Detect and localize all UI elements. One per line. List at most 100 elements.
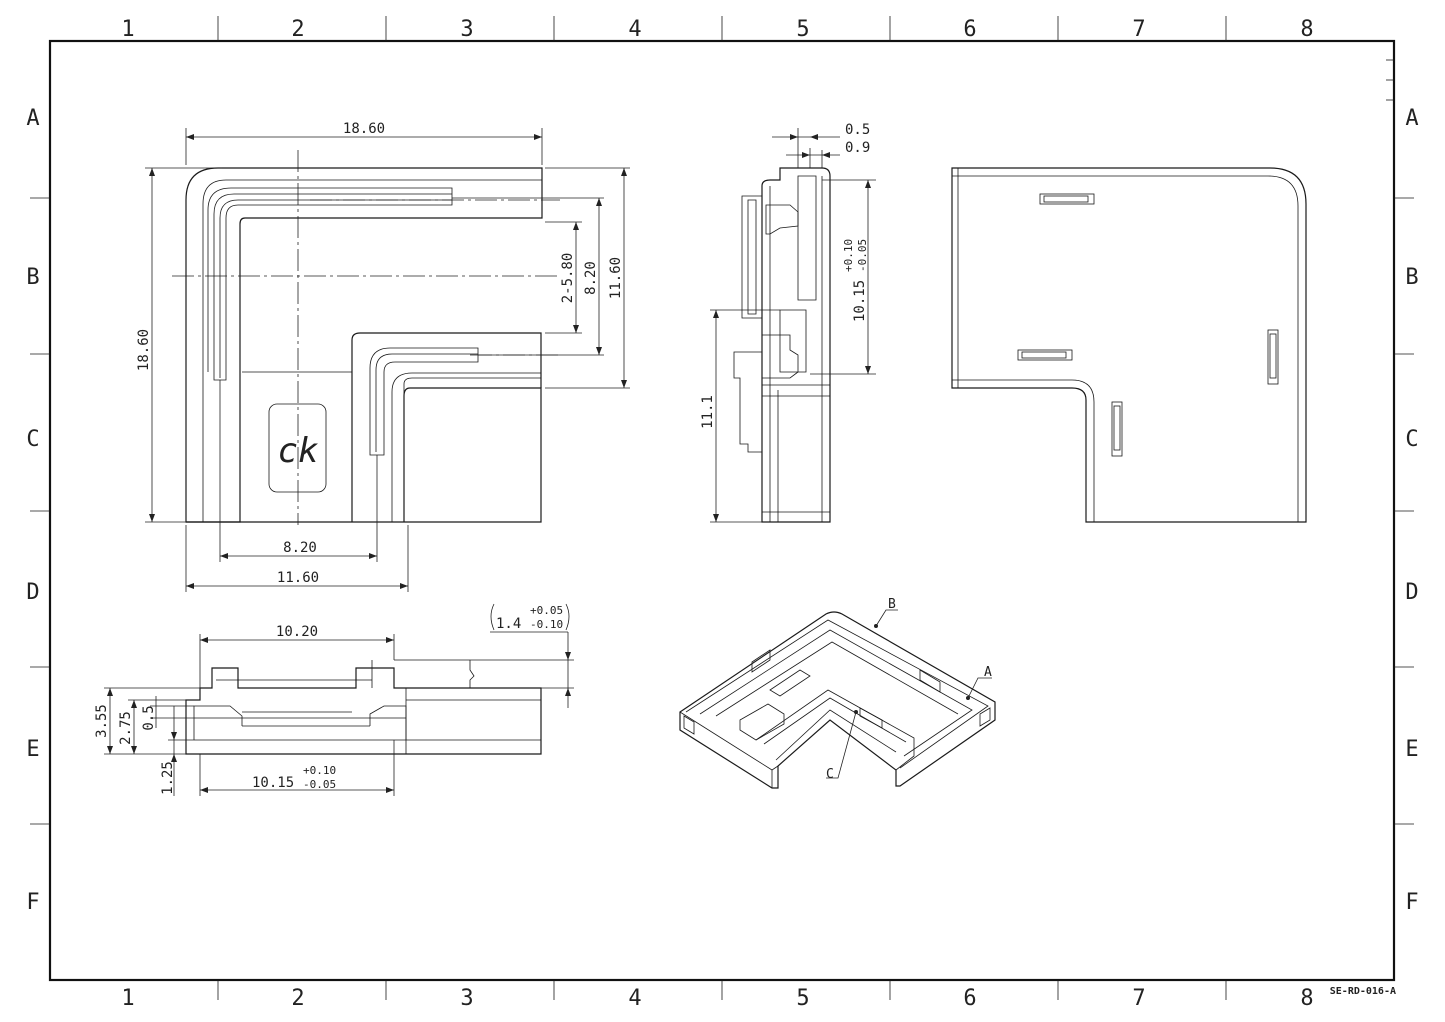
rear-view-pin-slot-1-inner bbox=[1043, 195, 1089, 203]
row-label-a-right: A bbox=[1405, 106, 1418, 131]
column-ticks bbox=[217, 16, 1227, 1000]
dim-top-view-bottom-2: 11.60 bbox=[277, 570, 319, 586]
dim-top-view-height: 18.60 bbox=[136, 329, 152, 371]
iso-callout-b: B bbox=[888, 597, 896, 612]
row-label-a: A bbox=[26, 106, 39, 131]
row-label-e-right: E bbox=[1405, 737, 1418, 762]
dim-front-view-left-4: 1.25 bbox=[160, 761, 176, 795]
iso-slot-1 bbox=[769, 669, 811, 697]
top-view: ck bbox=[172, 150, 560, 525]
top-view-logo-frame bbox=[268, 403, 327, 493]
rear-view-pin-slot-1 bbox=[1039, 193, 1095, 205]
col-label-8-bottom: 8 bbox=[1300, 986, 1313, 1011]
row-label-c: C bbox=[26, 427, 39, 452]
top-view-contact-2 bbox=[219, 199, 452, 378]
dim-front-view-bottom: 10.15 bbox=[252, 775, 294, 791]
iso-rim bbox=[685, 619, 989, 769]
side-view-lower-latch bbox=[762, 334, 799, 379]
front-view-left-profile bbox=[193, 705, 243, 740]
rear-view-outline bbox=[951, 167, 1307, 523]
rear-view-pin-slot-4-inner bbox=[1113, 405, 1121, 451]
row-label-f-right: F bbox=[1405, 890, 1418, 915]
row-labels-left: A B C D E F bbox=[26, 106, 39, 915]
callout-paren-right bbox=[565, 603, 570, 631]
rear-view-inner-corner bbox=[952, 379, 1095, 522]
col-label-1-bottom: 1 bbox=[121, 986, 134, 1011]
row-label-b-right: B bbox=[1405, 265, 1418, 290]
dim-side-view-height: 10.15 bbox=[852, 280, 868, 322]
dim-side-view-left: 11.1 bbox=[700, 395, 716, 429]
front-view-dimensions: 10.20 1.4 +0.05 -0.10 3.55 2.75 0.5 1.25… bbox=[94, 603, 574, 796]
dim-side-view-top-2: 0.9 bbox=[845, 140, 870, 156]
top-view-contact bbox=[213, 193, 452, 372]
iso-inner-corner-2 bbox=[763, 697, 907, 745]
dim-side-view-tol-upper: +0.10 bbox=[842, 239, 855, 272]
iso-inner-rim bbox=[699, 629, 973, 757]
row-label-f: F bbox=[26, 890, 39, 915]
col-label-6-bottom: 6 bbox=[963, 986, 976, 1011]
iso-latch-1 bbox=[751, 649, 771, 673]
top-view-inner-corner bbox=[351, 332, 542, 522]
dim-top-view-right-2: 8.20 bbox=[583, 261, 599, 295]
side-view-contact bbox=[741, 195, 763, 319]
col-label-3-bottom: 3 bbox=[460, 986, 473, 1011]
col-label-4: 4 bbox=[628, 17, 641, 42]
front-view bbox=[185, 659, 542, 755]
rear-view-pin-slot-3 bbox=[1267, 329, 1279, 385]
col-label-2: 2 bbox=[291, 17, 304, 42]
col-label-3: 3 bbox=[460, 17, 473, 42]
rear-view-pin-slot-3-inner bbox=[1269, 333, 1277, 379]
dim-top-view-right-1: 2-5.80 bbox=[560, 253, 576, 304]
top-view-inner-wall bbox=[391, 372, 541, 522]
rear-view-pin-slot-2-inner bbox=[1021, 351, 1067, 359]
side-view-latch bbox=[765, 204, 799, 235]
row-label-e: E bbox=[26, 737, 39, 762]
col-label-7-bottom: 7 bbox=[1132, 986, 1145, 1011]
iso-end-slot-1 bbox=[683, 715, 695, 735]
front-view-right-profile bbox=[369, 705, 407, 740]
dim-front-view-top: 10.20 bbox=[276, 624, 318, 640]
top-view-dimensions: 18.60 18.60 2-5.80 8.20 11.60 8.20 11.60 bbox=[136, 121, 630, 592]
iso-floor-edge bbox=[715, 641, 959, 717]
dim-front-view-bottom-tol-lower: -0.05 bbox=[303, 778, 336, 791]
dim-side-view-top-1: 0.5 bbox=[845, 122, 870, 138]
dim-front-view-callout-tol-upper: +0.05 bbox=[530, 604, 563, 617]
iso-leader-c bbox=[826, 711, 857, 779]
side-view-outline bbox=[761, 167, 831, 523]
iso-end-slot-2 bbox=[979, 707, 991, 727]
column-labels-bottom: 1 2 3 4 5 6 7 8 bbox=[121, 986, 1313, 1011]
row-label-b: B bbox=[26, 265, 39, 290]
col-label-5-bottom: 5 bbox=[796, 986, 809, 1011]
side-view-lower-slot bbox=[779, 309, 807, 373]
top-view-wall-1 bbox=[202, 179, 542, 522]
dim-top-view-right-3: 11.60 bbox=[608, 257, 624, 299]
row-ticks bbox=[30, 59, 1414, 825]
top-view-inner-contact-2 bbox=[375, 353, 478, 452]
iso-logo-pad bbox=[739, 703, 785, 741]
side-view bbox=[733, 167, 831, 523]
iso-inner-corner bbox=[755, 689, 915, 771]
isometric-view: A B C bbox=[679, 597, 996, 789]
row-label-d: D bbox=[26, 580, 39, 605]
front-view-contact bbox=[394, 660, 475, 689]
dim-top-view-width: 18.60 bbox=[343, 121, 385, 137]
col-label-7: 7 bbox=[1132, 17, 1145, 42]
iso-latch-3 bbox=[859, 707, 883, 729]
iso-outline bbox=[679, 611, 996, 789]
side-view-contact-inner bbox=[747, 199, 757, 315]
top-view-inner-contact bbox=[369, 347, 479, 456]
row-label-c-right: C bbox=[1405, 427, 1418, 452]
dim-side-view-tol-lower: -0.05 bbox=[856, 239, 869, 272]
dim-front-view-callout-tol-lower: -0.10 bbox=[530, 618, 563, 631]
dim-front-view-left-3: 0.5 bbox=[141, 705, 157, 730]
side-view-dimensions: 0.5 0.9 10.15 +0.10 -0.05 11.1 bbox=[700, 122, 876, 523]
row-label-d-right: D bbox=[1405, 580, 1418, 605]
col-label-4-bottom: 4 bbox=[628, 986, 641, 1011]
dim-front-view-left-1: 3.55 bbox=[94, 704, 110, 738]
top-view-lower-body bbox=[186, 387, 542, 523]
iso-callout-a: A bbox=[984, 665, 992, 680]
col-label-2-bottom: 2 bbox=[291, 986, 304, 1011]
col-label-5: 5 bbox=[796, 17, 809, 42]
dim-front-view-bottom-tol-upper: +0.10 bbox=[303, 764, 336, 777]
